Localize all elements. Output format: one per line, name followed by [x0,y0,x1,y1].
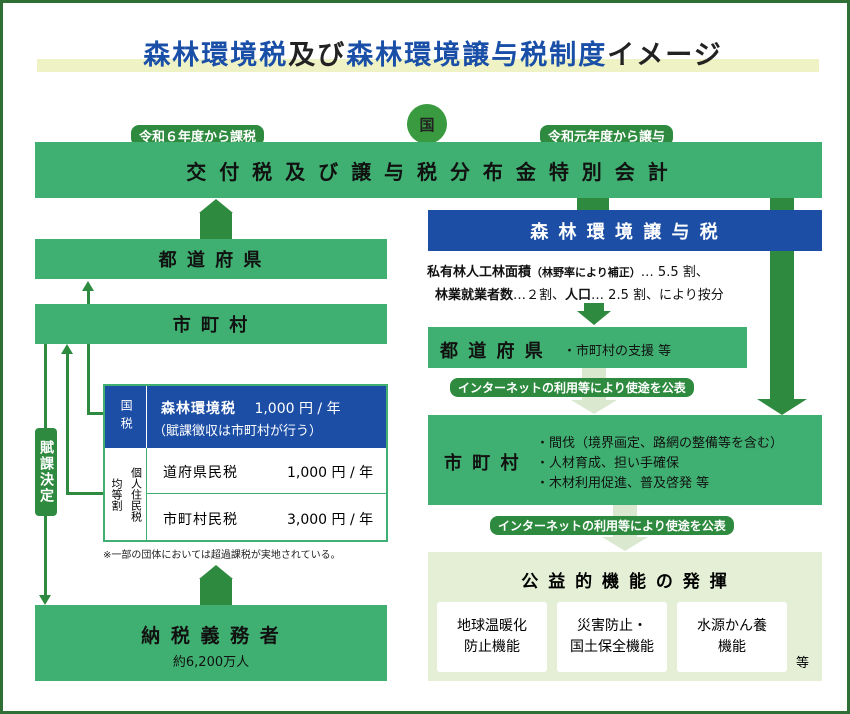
pref-alloc-arrow-shaft [584,303,604,313]
title-part-3: 森林環境譲与税制度 [346,40,608,71]
page-title: 森林環境税及び森林環境譲与税制度イメージ [43,33,823,73]
collection-arrow-head [199,199,233,213]
public-benefit-title: 公 益 的 機 能 の 発 揮 [521,572,729,592]
public-benefit-box: 公 益 的 機 能 の 発 揮 地球温暖化 防止機能 災害防止・ 国土保全機能 … [428,552,822,681]
transfer-start-label: 令和元年度から譲与 [540,125,674,146]
transfer-arrow-shaft [577,198,609,210]
title-part-1: 森林環境税 [143,40,289,71]
equal-label-b: 個人住民税 [125,448,147,540]
payment-arrow-head [199,565,233,579]
right-municipality-box: 市 町 村 ・間伐（境界画定、路網の整備等を含む） ・人材育成、担い手確保 ・木… [428,415,822,505]
title-highlight [37,59,819,72]
forest-tax-cell: 森林環境税 1,000 円 / 年 [161,398,383,418]
national-tax-label: 国税 [105,386,147,448]
left-prefecture-label: 都 道 府 県 [158,250,264,271]
right-prefecture-use: ・市町村の支援 等 [563,344,672,359]
allocation-criteria-line-1: 私有林人工林面積（林野率により補正）… 5.5 割、 [427,265,709,280]
pref-link-line [87,291,90,304]
pref-tax-amount: 1,000 円 / 年 [287,465,374,481]
taxpayers-box: 納 税 義 務 者 約6,200万人 [35,605,387,681]
title-part-4: イメージ [607,40,723,71]
national-badge-label: 国 [419,115,435,134]
payment-arrow-shaft [200,578,232,605]
muni-tax-arrowhead [61,344,73,354]
assessment-arrowhead [39,595,51,605]
muni-to-benefit-arrowhead [602,537,648,551]
benefit-item-disaster-prevention: 災害防止・ 国土保全機能 [557,602,667,672]
special-account-name: 交 付 税 及 び 譲 与 税 分 布 金 特 別 会 計 [186,159,671,184]
pref-tax-connector-v [87,344,90,414]
public-notice-1: インターネットの利用等により使途を公表 [450,378,694,397]
taxpayers-count: 約6,200万人 [172,655,250,670]
municipality-use-1: ・間伐（境界画定、路網の整備等を含む） [536,436,784,451]
forest-tax-amount: 1,000 円 / 年 [254,401,341,417]
assessment-label: 賦課決定 [38,440,54,504]
transfer-tax-box: 森 林 環 境 譲 与 税 [428,210,822,251]
allocation-criteria-line-2: 林業就業者数…２割、人口… 2.5 割、により按分 [435,288,724,303]
national-badge: 国 [404,101,450,147]
municipality-use-2: ・人材育成、担い手確保 [536,456,680,471]
pref-to-muni-arrowhead [571,400,617,414]
forest-tax-name: 森林環境税 [161,401,236,417]
right-municipality-label: 市 町 村 [444,453,521,474]
pref-tax-name: 道府県民税 [163,465,238,481]
forest-tax-note: （賦課徴収は市町村が行う） [153,424,323,439]
muni-tax-row: 市町村民税 3,000 円 / 年 [147,494,386,540]
left-municipality-label: 市 町 村 [172,315,250,336]
tax-table: 国税 森林環境税 1,000 円 / 年 （賦課徴収は市町村が行う） 均等割 個… [103,384,388,542]
pref-tax-row: 道府県民税 1,000 円 / 年 [147,448,386,494]
public-notice-2: インターネットの利用等により使途を公表 [490,516,734,535]
muni-tax-connector-v [66,352,69,494]
left-prefecture-box: 都 道 府 県 [35,239,387,279]
transfer-tax-label: 森 林 環 境 譲 与 税 [530,221,720,243]
tax-start-label: 令和６年度から課税 [131,125,265,146]
muni-tax-name: 市町村民税 [163,512,238,528]
benefit-item-water-conservation: 水源かん養 機能 [677,602,787,672]
assessment-label-box: 賦課決定 [35,428,57,516]
left-municipality-box: 市 町 村 [35,304,387,344]
municipality-use-3: ・木材利用促進、普及啓発 等 [536,476,710,491]
tax-footnote: ※一部の団体においては超過課税が実地されている。 [103,550,341,561]
taxpayers-label: 納 税 義 務 者 [141,625,281,647]
title-part-2: 及び [288,40,347,71]
special-account-bar: 交 付 税 及 び 譲 与 税 分 布 金 特 別 会 計 [35,142,822,198]
right-prefecture-box: 都 道 府 県 ・市町村の支援 等 [428,327,747,368]
pref-tax-connector-h [87,412,105,415]
right-prefecture-label: 都 道 府 県 [440,341,545,362]
pref-link-arrowhead [82,281,94,291]
pref-alloc-arrowhead [577,311,611,325]
national-tax-row [105,386,386,448]
benefit-etc: 等 [796,656,810,671]
muni-tax-connector-h [66,492,105,495]
muni-tax-amount: 3,000 円 / 年 [287,512,374,528]
benefit-item-global-warming: 地球温暖化 防止機能 [437,602,547,672]
collection-arrow-shaft [200,212,232,239]
equal-label-a: 均等割 [110,477,123,511]
muni-direct-arrowhead [757,399,807,415]
